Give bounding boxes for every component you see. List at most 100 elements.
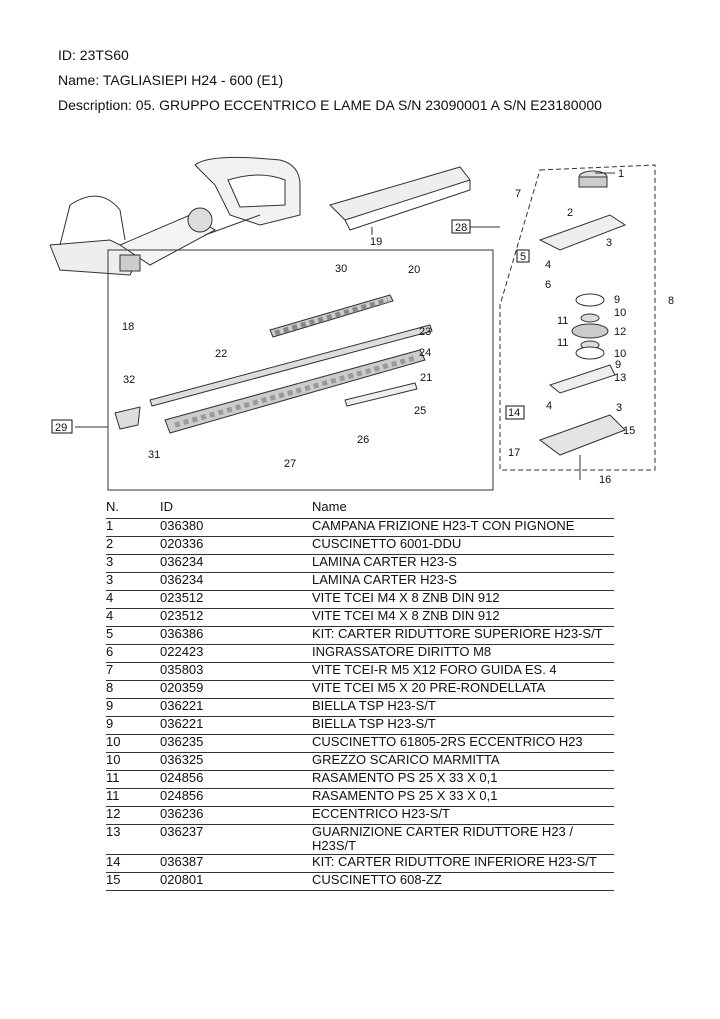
cell-id: 023512 [160, 608, 312, 627]
cell-name: ECCENTRICO H23-S/T [312, 806, 614, 825]
label-11a: 11 [557, 315, 568, 327]
cell-n: 11 [106, 788, 160, 807]
cell-n: 4 [106, 590, 160, 609]
cell-n: 1 [106, 518, 160, 537]
label-1: 1 [618, 168, 624, 180]
label-7: 7 [515, 188, 521, 200]
cell-n: 12 [106, 806, 160, 825]
col-header-n: N. [106, 500, 160, 519]
cell-name: GREZZO SCARICO MARMITTA [312, 752, 614, 771]
label-10a: 10 [614, 307, 626, 319]
cell-id: 024856 [160, 788, 312, 807]
blade-assembly [114, 294, 433, 434]
cell-id: 036237 [160, 824, 312, 855]
cell-n: 8 [106, 680, 160, 699]
table-header-row: N. ID Name [106, 500, 614, 519]
exploded-parts-diagram: 1 2 3 3 4 4 5 6 7 8 9 9 10 10 11 11 12 1… [49, 156, 674, 491]
label-27: 27 [284, 458, 296, 470]
cell-id: 036236 [160, 806, 312, 825]
label-21: 21 [420, 372, 432, 384]
cell-id: 036234 [160, 554, 312, 573]
cell-n: 3 [106, 572, 160, 591]
label-3b: 3 [616, 402, 622, 414]
label-12: 12 [614, 326, 626, 338]
label-16: 16 [599, 474, 611, 486]
cell-id: 036221 [160, 716, 312, 735]
cell-name: VITE TCEI M5 X 20 PRE-RONDELLATA [312, 680, 614, 699]
cell-name: CUSCINETTO 608-ZZ [312, 872, 614, 891]
cell-id: 036387 [160, 854, 312, 873]
gearbox-assembly [538, 170, 627, 480]
cell-id: 022423 [160, 644, 312, 663]
label-31: 31 [148, 449, 160, 461]
cell-name: BIELLA TSP H23-S/T [312, 698, 614, 717]
label-29: 29 [55, 422, 67, 434]
cell-n: 15 [106, 872, 160, 891]
cell-name: CUSCINETTO 61805-2RS ECCENTRICO H23 [312, 734, 614, 753]
cell-id: 036380 [160, 518, 312, 537]
cell-n: 9 [106, 716, 160, 735]
cell-name: GUARNIZIONE CARTER RIDUTTORE H23 / H23S/… [312, 824, 614, 855]
cell-n: 13 [106, 824, 160, 855]
label-9a: 9 [614, 294, 620, 306]
label-24: 24 [419, 347, 431, 359]
cell-id: 024856 [160, 770, 312, 789]
label-19: 19 [370, 236, 382, 248]
label-23: 23 [419, 326, 431, 338]
cell-name: BIELLA TSP H23-S/T [312, 716, 614, 735]
cell-name: VITE TCEI M4 X 8 ZNB DIN 912 [312, 608, 614, 627]
label-22: 22 [215, 348, 227, 360]
label-30: 30 [335, 263, 347, 275]
col-header-name: Name [312, 500, 614, 519]
cell-id: 020801 [160, 872, 312, 891]
label-18: 18 [122, 321, 134, 333]
label-8: 8 [668, 295, 674, 307]
cell-n: 5 [106, 626, 160, 645]
label-13: 13 [614, 372, 626, 384]
label-10b: 10 [614, 348, 626, 360]
cell-n: 10 [106, 752, 160, 771]
cell-n: 9 [106, 698, 160, 717]
cell-n: 6 [106, 644, 160, 663]
cell-name: KIT: CARTER RIDUTTORE INFERIORE H23-S/T [312, 854, 614, 873]
blade-guard-part [329, 166, 471, 235]
cell-id: 036235 [160, 734, 312, 753]
cell-n: 10 [106, 734, 160, 753]
label-4a: 4 [545, 259, 551, 271]
blade-assembly-frame [107, 249, 494, 491]
cell-name: VITE TCEI M4 X 8 ZNB DIN 912 [312, 590, 614, 609]
cell-id: 020336 [160, 536, 312, 555]
cell-name: LAMINA CARTER H23-S [312, 554, 614, 573]
cell-n: 4 [106, 608, 160, 627]
label-6: 6 [545, 279, 551, 291]
cell-name: RASAMENTO PS 25 X 33 X 0,1 [312, 770, 614, 789]
cell-n: 7 [106, 662, 160, 681]
document-id: ID: 23TS60 [58, 47, 129, 63]
cell-name: INGRASSATORE DIRITTO M8 [312, 644, 614, 663]
cell-n: 3 [106, 554, 160, 573]
label-2: 2 [567, 207, 573, 219]
col-header-id: ID [160, 500, 312, 519]
label-15: 15 [623, 425, 635, 437]
cell-n: 2 [106, 536, 160, 555]
label-5: 5 [520, 251, 526, 263]
